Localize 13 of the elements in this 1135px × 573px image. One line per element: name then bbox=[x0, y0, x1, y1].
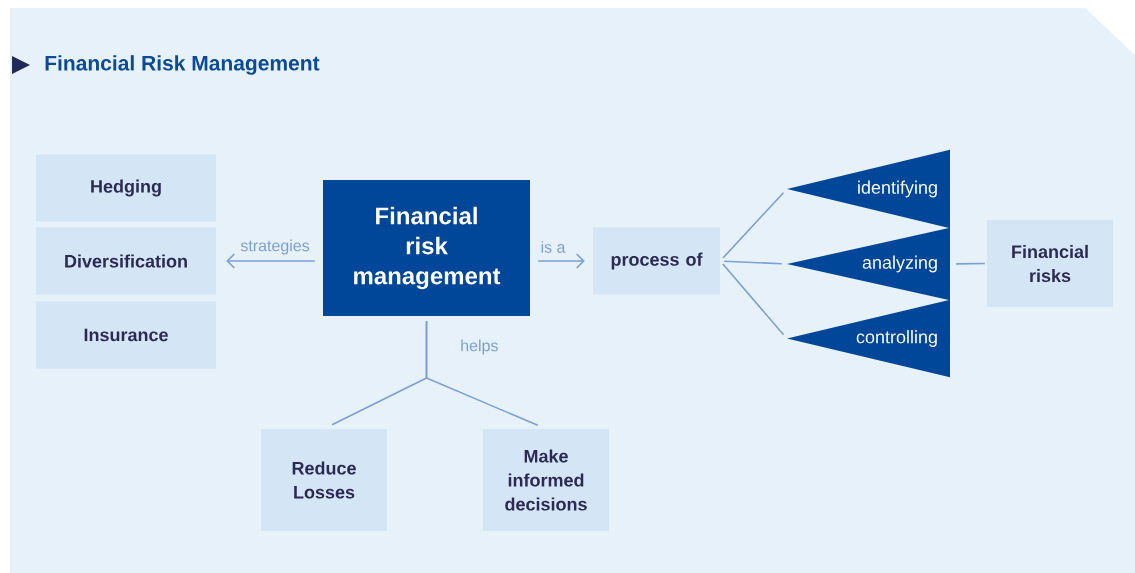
central-box: Financial risk management bbox=[323, 180, 530, 316]
triangle-label: identifying bbox=[787, 149, 950, 229]
concept-box: Reduce Losses bbox=[261, 429, 387, 531]
title: Financial Risk Management bbox=[45, 55, 320, 75]
triangle-label: analyzing bbox=[787, 227, 950, 301]
concept-box: Financial risks bbox=[987, 220, 1113, 307]
concept-box: Insurance bbox=[36, 301, 216, 369]
concept-box: Diversification bbox=[36, 227, 216, 295]
edge-label: is a bbox=[539, 240, 567, 254]
triangle-label: controlling bbox=[787, 299, 950, 378]
concept-box: process of bbox=[593, 227, 720, 295]
concept-box: Hedging bbox=[36, 154, 216, 222]
concept-box: Make informed decisions bbox=[483, 429, 609, 531]
